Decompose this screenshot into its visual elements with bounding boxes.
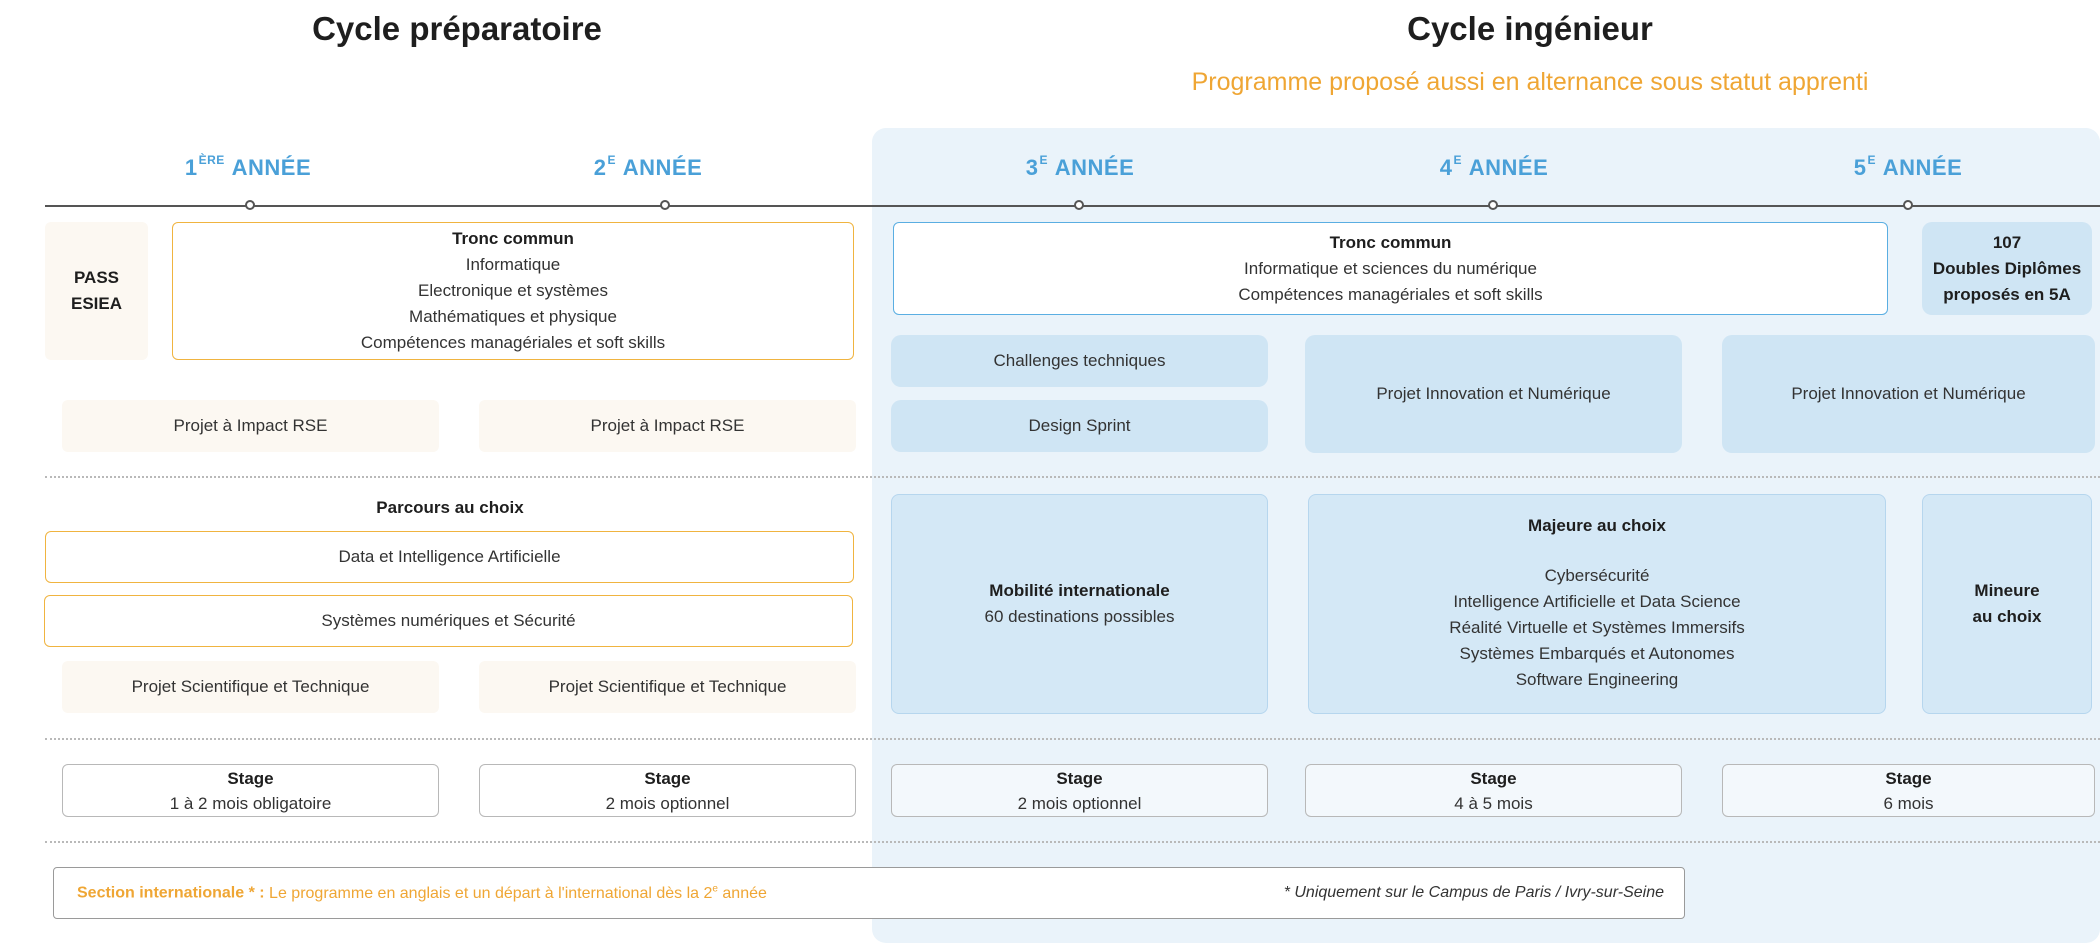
- internship-title: Stage: [1470, 768, 1517, 788]
- internship-year-4: Stage 4 à 5 mois: [1305, 764, 1682, 817]
- internship-year-5: Stage 6 mois: [1722, 764, 2095, 817]
- major-item: Cybersécurité: [1544, 566, 1650, 585]
- internship-duration: 1 à 2 mois obligatoire: [169, 793, 332, 813]
- parcours-option-data-ai: Data et Intelligence Artificielle: [45, 531, 854, 583]
- scientific-project-year-1: Projet Scientifique et Technique: [62, 661, 439, 713]
- separator: [45, 476, 2100, 478]
- internship-title: Stage: [1885, 768, 1932, 788]
- double-degrees-note: proposés en 5A: [1943, 284, 2071, 304]
- timeline-dot-year-4: [1488, 200, 1498, 210]
- eng-core-item: Compétences managériales et soft skills: [1238, 284, 1543, 304]
- eng-cycle-title: Cycle ingénieur: [1407, 10, 1653, 47]
- double-degrees-box: 107 Doubles Diplômes proposés en 5A: [1922, 222, 2092, 315]
- campus-note: * Uniquement sur le Campus de Paris / Iv…: [1283, 884, 1664, 901]
- year-2-heading: 2E ANNÉE: [593, 153, 703, 180]
- eng-cycle-subtitle: Programme proposé aussi en alternance so…: [1191, 68, 1869, 96]
- international-mobility-box: Mobilité internationale 60 destinations …: [891, 494, 1268, 714]
- prep-core-curriculum-box: Tronc commun Informatique Electronique e…: [172, 222, 854, 360]
- timeline-line: [45, 205, 2100, 207]
- international-section-bar: Section internationale * : Le programme …: [53, 867, 1685, 919]
- separator: [45, 738, 2100, 740]
- internship-duration: 2 mois optionnel: [605, 793, 730, 813]
- pass-esiea-box: PASS ESIEA: [45, 222, 148, 360]
- timeline-dot-year-3: [1074, 200, 1084, 210]
- timeline-dot-year-2: [660, 200, 670, 210]
- major-item: Software Engineering: [1515, 670, 1679, 689]
- challenges-box: Challenges techniques: [891, 335, 1268, 387]
- minor-choice-box: Mineure au choix: [1922, 494, 2092, 714]
- prep-core-title: Tronc commun: [452, 229, 574, 248]
- esiea-label: ESIEA: [70, 294, 123, 313]
- prep-cycle-title: Cycle préparatoire: [312, 10, 602, 47]
- internship-duration: 6 mois: [1883, 793, 1934, 813]
- design-sprint-box: Design Sprint: [891, 400, 1268, 452]
- parcours-title: Parcours au choix: [376, 498, 524, 517]
- international-section-desc: Le programme en anglais et un départ à l…: [269, 883, 767, 902]
- internship-title: Stage: [1056, 768, 1103, 788]
- rse-project-year-1: Projet à Impact RSE: [62, 400, 439, 452]
- year-4-heading: 4E ANNÉE: [1439, 153, 1549, 180]
- international-section-label: Section internationale * :: [77, 884, 265, 902]
- international-desc-sup: e: [712, 883, 718, 895]
- parcours-option-systems-security: Systèmes numériques et Sécurité: [44, 595, 853, 647]
- rse-project-year-2: Projet à Impact RSE: [479, 400, 856, 452]
- major-choice-box: Majeure au choix Cybersécurité Intellige…: [1308, 494, 1886, 714]
- major-title: Majeure au choix: [1528, 516, 1666, 535]
- prep-core-item: Electronique et systèmes: [418, 281, 608, 300]
- internship-title: Stage: [227, 768, 274, 788]
- major-item: Réalité Virtuelle et Systèmes Immersifs: [1449, 618, 1745, 637]
- scientific-project-year-2: Projet Scientifique et Technique: [479, 661, 856, 713]
- prep-core-item: Mathématiques et physique: [409, 307, 617, 326]
- year-5-heading: 5E ANNÉE: [1853, 153, 1963, 180]
- mobility-title: Mobilité internationale: [989, 581, 1170, 600]
- internship-year-3: Stage 2 mois optionnel: [891, 764, 1268, 817]
- eng-core-item: Informatique et sciences du numérique: [1244, 258, 1537, 278]
- prep-core-item: Compétences managériales et soft skills: [360, 333, 666, 352]
- mobility-text: 60 destinations possibles: [984, 607, 1175, 626]
- year-1-heading: 1ÈRE ANNÉE: [184, 153, 312, 180]
- double-degrees-label: Doubles Diplômes: [1932, 258, 2082, 278]
- internship-duration: 2 mois optionnel: [1017, 793, 1142, 813]
- eng-core-title: Tronc commun: [1329, 232, 1452, 252]
- minor-label: Mineure: [1974, 581, 2040, 600]
- internship-duration: 4 à 5 mois: [1454, 793, 1533, 813]
- innovation-box-year-5: Projet Innovation et Numérique: [1722, 335, 2095, 453]
- major-item: Systèmes Embarqués et Autonomes: [1459, 644, 1735, 663]
- year-3-heading: 3E ANNÉE: [1025, 153, 1135, 180]
- prep-core-item: Informatique: [465, 255, 561, 274]
- international-desc-main: Le programme en anglais et un départ à l…: [269, 884, 713, 902]
- minor-choice-label: au choix: [1972, 607, 2042, 626]
- major-item: Intelligence Artificielle et Data Scienc…: [1453, 592, 1741, 611]
- internship-year-2: Stage 2 mois optionnel: [479, 764, 856, 817]
- pass-label: PASS: [73, 268, 120, 287]
- international-desc-end: année: [717, 884, 767, 902]
- international-section-text: Section internationale * : Le programme …: [77, 883, 767, 902]
- innovation-box-year-4: Projet Innovation et Numérique: [1305, 335, 1682, 453]
- double-degrees-count: 107: [1992, 232, 2022, 252]
- internship-title: Stage: [644, 768, 691, 788]
- timeline-dot-year-5: [1903, 200, 1913, 210]
- separator: [45, 841, 2100, 843]
- eng-core-curriculum-box: Tronc commun Informatique et sciences du…: [893, 222, 1888, 315]
- internship-year-1: Stage 1 à 2 mois obligatoire: [62, 764, 439, 817]
- timeline-dot-year-1: [245, 200, 255, 210]
